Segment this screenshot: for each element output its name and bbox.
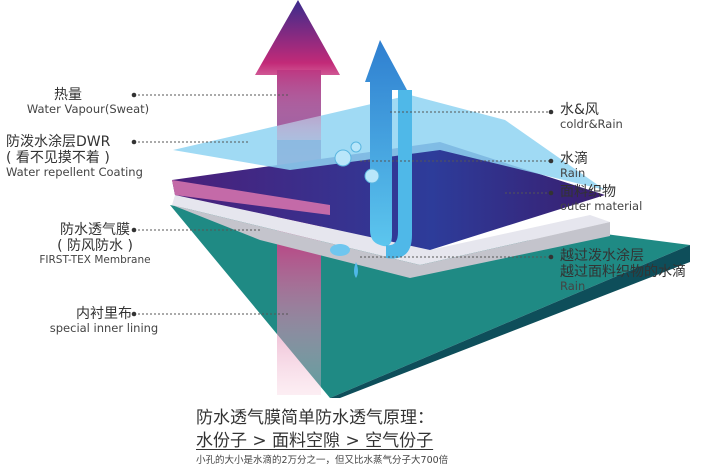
label-zh-sub: ( 防风防水 ) [57, 238, 133, 255]
label-zh: 水&风 [560, 102, 599, 118]
leader-lines [134, 94, 550, 315]
label-en: Water repellent Coating [6, 165, 143, 180]
label-outer-material: 面料织物 outer material [560, 184, 642, 213]
label-en: coldr&Rain [560, 117, 623, 132]
label-zh-sub: ( 看不见摸不着 ) [6, 150, 110, 167]
outer-material-edge [172, 180, 330, 215]
label-en: special inner lining [49, 321, 159, 336]
leader-dots [131, 92, 554, 317]
label-zh: 越过泼水涂层 [560, 248, 644, 264]
label-en: Rain [560, 279, 586, 294]
heat-arrow-icon [255, 0, 340, 140]
label-zh: 内衬里布 [76, 306, 132, 322]
label-en: outer material [560, 199, 643, 214]
label-water-drop: 水滴 Rain [560, 151, 588, 180]
label-penetrating-drops: 越过泼水涂层 越过面料织物的水滴 Rain [560, 248, 686, 293]
label-water-vapour: 热量 Water Vapour(Sweat) [0, 87, 176, 116]
label-zh: 热量 [54, 87, 82, 103]
label-inner-lining: 内衬里布 special inner lining [44, 306, 164, 335]
label-membrane: 防水透气膜 ( 防风防水 ) FIRST-TEX Membrane [30, 222, 160, 266]
membrane-shade [172, 205, 610, 278]
label-en: FIRST-TEX Membrane [39, 254, 151, 267]
water-down-arrow-icon [386, 90, 412, 259]
water-drop-icon [364, 168, 380, 184]
inner-lining-shade [330, 245, 690, 398]
label-zh-sub: 越过面料织物的水滴 [560, 264, 686, 281]
water-arrow-icon [365, 40, 407, 247]
principle-note: 小孔的大小是水滴的2万分之一，但又比水蒸气分子大700倍 [196, 455, 449, 466]
label-dwr-coating: 防泼水涂层DWR ( 看不见摸不着 ) Water repellent Coat… [6, 134, 143, 179]
principle-title: 防水透气膜简单防水透气原理： [196, 408, 434, 428]
label-zh: 水滴 [560, 151, 588, 167]
principle-formula: 水份子 > 面料空隙 > 空气份子 [196, 431, 434, 451]
water-drop-icon [350, 141, 362, 153]
label-en: Water Vapour(Sweat) [26, 102, 150, 117]
label-en: Rain [560, 166, 586, 181]
label-zh: 防泼水涂层DWR [6, 134, 111, 150]
label-zh: 面料织物 [560, 184, 616, 200]
water-drop-icon [330, 244, 350, 256]
water-drip-icon [354, 262, 358, 278]
label-zh: 防水透气膜 [60, 222, 130, 238]
water-drop-icon [334, 149, 352, 167]
label-wind-rain: 水&风 coldr&Rain [560, 102, 623, 131]
